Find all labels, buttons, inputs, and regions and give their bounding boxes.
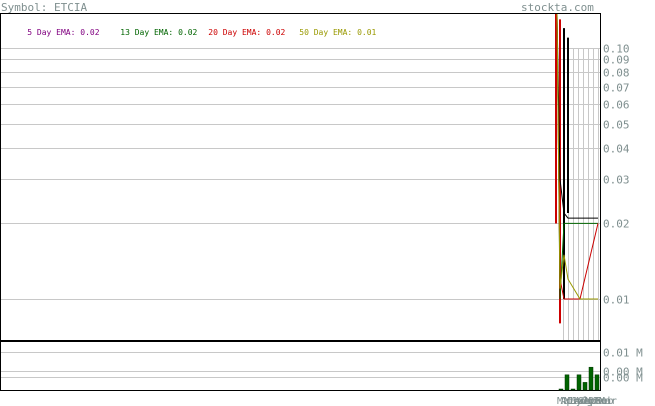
volume-bar bbox=[558, 388, 564, 391]
x-tick-label: Mar bbox=[599, 396, 617, 406]
x-tick-label: Dec bbox=[589, 396, 607, 406]
x-tick-label: Mar bbox=[557, 396, 575, 406]
legend-value: 0.02 bbox=[266, 28, 286, 37]
x-tick-label: Sep bbox=[578, 396, 596, 406]
x-tick-label: Jun bbox=[568, 396, 586, 406]
x-tick-label: Nov bbox=[585, 396, 603, 406]
price-tick-label: 0.03 bbox=[603, 174, 630, 187]
volume-bar bbox=[582, 382, 588, 391]
legend-50-day-ema: 50 Day EMA: 0.01 bbox=[280, 19, 376, 46]
price-tick-label: 0.08 bbox=[603, 67, 630, 80]
volume-tick-label: 0.01 M bbox=[603, 347, 643, 360]
volume-bar bbox=[588, 366, 594, 391]
x-tick-label: Feb bbox=[596, 396, 614, 406]
price-tick-label: 0.01 bbox=[603, 294, 630, 307]
x-tick-label: May bbox=[564, 396, 582, 406]
volume-bar bbox=[570, 388, 576, 391]
volume-tick-label: 0.00 M bbox=[603, 372, 643, 385]
site-name: stockta.com bbox=[521, 1, 594, 14]
legend-value: 0.01 bbox=[357, 28, 377, 37]
symbol-label: Symbol: ETCIA bbox=[1, 1, 88, 14]
legend-value: 0.02 bbox=[80, 28, 100, 37]
x-tick-label: Jul bbox=[571, 396, 589, 406]
x-tick-label: Oct bbox=[582, 396, 600, 406]
ema-series-line bbox=[556, 13, 598, 300]
legend-label: 50 Day EMA: bbox=[299, 28, 353, 37]
volume-bar bbox=[594, 374, 600, 391]
x-tick-label: Jan bbox=[592, 396, 610, 406]
ema-series-line bbox=[556, 13, 598, 219]
legend-value: 0.02 bbox=[178, 28, 198, 37]
legend-13-day-ema: 13 Day EMA: 0.02 bbox=[101, 19, 197, 46]
price-tick-label: 0.04 bbox=[603, 143, 630, 156]
price-tick-label: 0.02 bbox=[603, 218, 630, 231]
price-tick-label: 0.05 bbox=[603, 119, 630, 132]
price-panel-frame bbox=[0, 13, 601, 341]
x-tick-label: Aug bbox=[575, 396, 593, 406]
legend-label: 20 Day EMA: bbox=[208, 28, 262, 37]
legend-20-day-ema: 20 Day EMA: 0.02 bbox=[189, 19, 285, 46]
price-tick-label: 0.07 bbox=[603, 82, 630, 95]
price-tick-label: 0.10 bbox=[603, 43, 630, 56]
volume-tick-label: 0.00 M bbox=[603, 366, 643, 379]
volume-panel-frame bbox=[0, 341, 601, 391]
legend-label: 5 Day EMA: bbox=[27, 28, 76, 37]
legend-label: 13 Day EMA: bbox=[120, 28, 174, 37]
volume-bar bbox=[564, 374, 570, 391]
price-tick-label: 0.09 bbox=[603, 54, 630, 67]
volume-bar bbox=[576, 374, 582, 391]
legend-5-day-ema: 5 Day EMA: 0.02 bbox=[8, 19, 100, 46]
x-tick-label: Apr bbox=[561, 396, 579, 406]
price-tick-label: 0.06 bbox=[603, 99, 630, 112]
